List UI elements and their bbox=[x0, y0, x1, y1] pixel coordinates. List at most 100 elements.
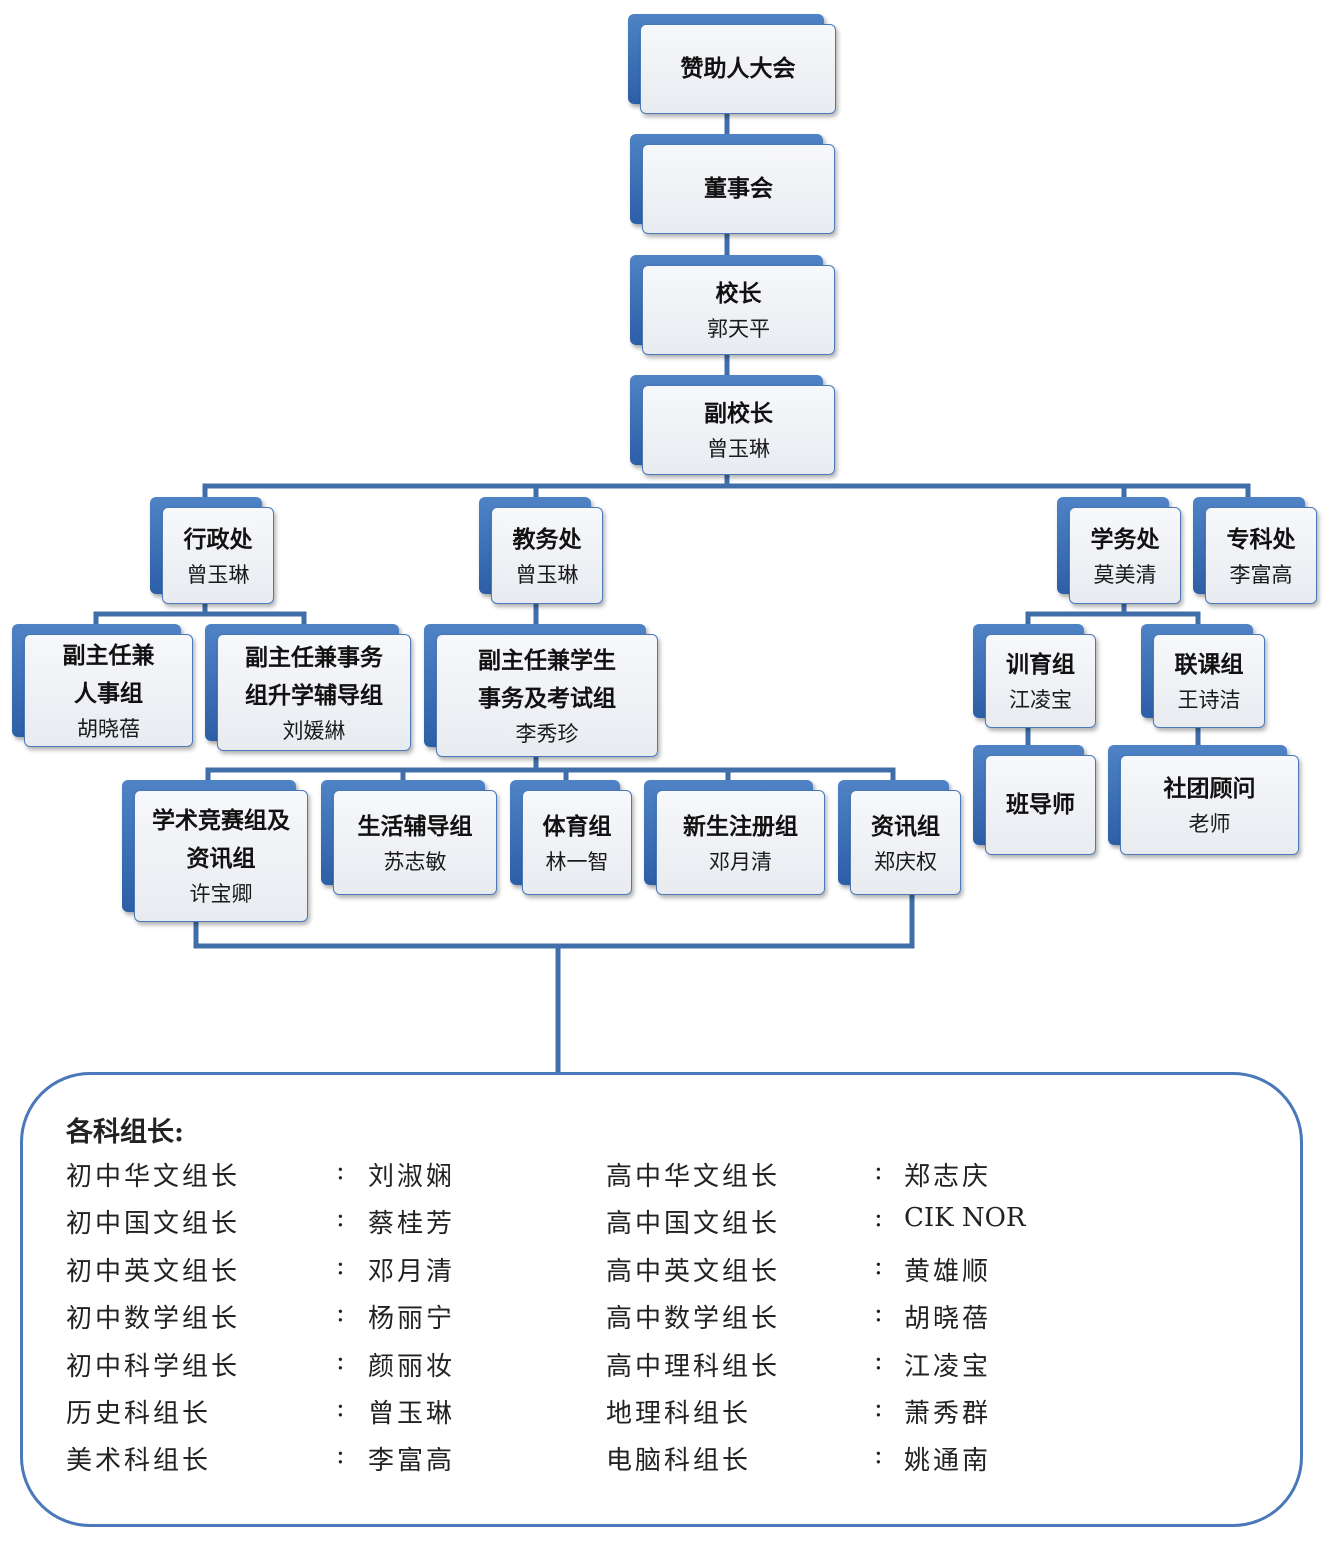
it-group-title: 资讯组 bbox=[871, 813, 940, 840]
separator: : bbox=[874, 1440, 886, 1471]
academic-office-box: 教务处 曾玉琳 bbox=[479, 497, 603, 604]
separator: : bbox=[336, 1392, 348, 1423]
separator: : bbox=[336, 1440, 348, 1471]
left-role: 初中英文组长 bbox=[66, 1256, 241, 1287]
left-role: 初中科学组长 bbox=[66, 1351, 241, 1382]
subject-head-row: 初中英文组长 : 邓月清 高中英文组长 : 黄雄顺 bbox=[66, 1251, 1286, 1298]
admin-office-box: 行政处 曾玉琳 bbox=[150, 497, 274, 604]
admin-office-name: 曾玉琳 bbox=[186, 562, 250, 587]
left-name: 杨丽宁 bbox=[368, 1304, 456, 1335]
affairs-group-title-line2: 组升学辅导组 bbox=[245, 682, 383, 709]
right-role: 电脑科组长 bbox=[606, 1446, 752, 1477]
counseling-group-name: 苏志敏 bbox=[383, 849, 447, 874]
subject-head-row: 历史科组长 : 曾玉琳 地理科组长 : 萧秀群 bbox=[66, 1393, 1286, 1440]
vice-principal-box: 副校长 曾玉琳 bbox=[630, 375, 835, 475]
class-teacher-title: 班导师 bbox=[1006, 792, 1075, 818]
sports-group-title: 体育组 bbox=[542, 813, 612, 840]
vice-principal-title: 副校长 bbox=[704, 401, 773, 427]
right-role: 地理科组长 bbox=[606, 1398, 752, 1429]
right-name: 郑志庆 bbox=[904, 1162, 992, 1192]
separator: : bbox=[874, 1156, 886, 1186]
subject-head-row: 初中华文组长 : 刘淑娴 高中华文组长 : 郑志庆 bbox=[66, 1156, 1286, 1203]
right-role: 高中华文组长 bbox=[606, 1162, 781, 1192]
subject-heads-list: 初中华文组长 : 刘淑娴 高中华文组长 : 郑志庆 初中国文组长 : 蔡桂芳 高… bbox=[66, 1156, 1286, 1498]
cocurricular-group-name: 王诗洁 bbox=[1177, 688, 1241, 712]
affairs-group-title-line1: 副主任兼事务 bbox=[245, 644, 383, 671]
left-role: 初中国文组长 bbox=[66, 1209, 241, 1240]
competition-group-title-line1: 学术竞赛组及 bbox=[152, 808, 290, 834]
discipline-group-name: 江凌宝 bbox=[1009, 688, 1072, 712]
club-advisor-name: 老师 bbox=[1188, 812, 1231, 836]
registration-group-box: 新生注册组 邓月清 bbox=[644, 780, 825, 895]
right-role: 高中理科组长 bbox=[606, 1351, 781, 1382]
separator: : bbox=[874, 1203, 886, 1234]
affairs-group-name: 刘媛綝 bbox=[282, 718, 346, 743]
academic-office-name: 曾玉琳 bbox=[515, 562, 579, 587]
board-title: 董事会 bbox=[704, 176, 773, 202]
principal-box: 校长 郭天平 bbox=[630, 255, 835, 355]
left-name: 刘淑娴 bbox=[368, 1162, 456, 1192]
sports-group-name: 林一智 bbox=[545, 849, 609, 874]
principal-name: 郭天平 bbox=[707, 317, 770, 341]
exam-group-title-line1: 副主任兼学生 bbox=[478, 647, 616, 674]
student-affairs-name: 莫美清 bbox=[1093, 562, 1157, 587]
left-role: 初中数学组长 bbox=[66, 1304, 241, 1335]
exam-group-box: 副主任兼学生 事务及考试组 李秀珍 bbox=[424, 624, 658, 757]
class-teacher-box: 班导师 bbox=[973, 745, 1096, 855]
counseling-group-box: 生活辅导组 苏志敏 bbox=[321, 780, 497, 895]
exam-group-title-line2: 事务及考试组 bbox=[478, 685, 616, 712]
sponsors-assembly-box: 赞助人大会 bbox=[628, 14, 836, 114]
left-name: 李富高 bbox=[368, 1446, 456, 1477]
subject-head-row: 初中科学组长 : 颜丽妆 高中理科组长 : 江凌宝 bbox=[66, 1346, 1286, 1393]
right-name: 黄雄顺 bbox=[904, 1256, 992, 1287]
separator: : bbox=[336, 1156, 348, 1186]
right-name: 江凌宝 bbox=[904, 1351, 992, 1382]
hr-group-title-line1: 副主任兼 bbox=[62, 642, 155, 669]
academic-office-title: 教务处 bbox=[512, 526, 582, 553]
separator: : bbox=[336, 1203, 348, 1234]
right-name: CIK NOR bbox=[904, 1203, 1026, 1234]
sponsors-title: 赞助人大会 bbox=[680, 56, 796, 82]
affairs-group-box: 副主任兼事务 组升学辅导组 刘媛綝 bbox=[205, 624, 411, 751]
club-advisor-title: 社团顾问 bbox=[1163, 776, 1256, 802]
principal-title: 校长 bbox=[715, 281, 762, 307]
separator: : bbox=[874, 1250, 886, 1281]
vocational-office-title: 专科处 bbox=[1226, 526, 1296, 553]
board-box: 董事会 bbox=[630, 134, 835, 234]
subject-head-row: 美术科组长 : 李富高 电脑科组长 : 姚通南 bbox=[66, 1440, 1286, 1487]
right-role: 高中国文组长 bbox=[606, 1209, 781, 1240]
left-name: 邓月清 bbox=[368, 1256, 456, 1287]
right-role: 高中数学组长 bbox=[606, 1304, 781, 1335]
discipline-group-title: 训育组 bbox=[1006, 652, 1075, 678]
cocurricular-group-box: 联课组 王诗洁 bbox=[1141, 624, 1265, 728]
separator: : bbox=[336, 1250, 348, 1281]
vocational-office-box: 专科处 李富高 bbox=[1193, 497, 1317, 604]
sports-group-box: 体育组 林一智 bbox=[510, 780, 632, 895]
subject-head-row: 初中国文组长 : 蔡桂芳 高中国文组长 : CIK NOR bbox=[66, 1203, 1286, 1250]
vocational-office-name: 李富高 bbox=[1229, 562, 1293, 587]
left-name: 蔡桂芳 bbox=[368, 1209, 456, 1240]
student-affairs-title: 学务处 bbox=[1090, 526, 1160, 553]
right-name: 萧秀群 bbox=[904, 1398, 992, 1429]
left-role: 美术科组长 bbox=[66, 1446, 212, 1477]
club-advisor-box: 社团顾问 老师 bbox=[1108, 745, 1299, 855]
right-name: 姚通南 bbox=[904, 1446, 992, 1477]
separator: : bbox=[874, 1392, 886, 1423]
subject-head-row: 初中数学组长 : 杨丽宁 高中数学组长 : 胡晓蓓 bbox=[66, 1298, 1286, 1345]
separator: : bbox=[336, 1345, 348, 1376]
right-name: 胡晓蓓 bbox=[904, 1304, 992, 1335]
competition-group-title-line2: 资讯组 bbox=[186, 846, 256, 872]
separator: : bbox=[874, 1298, 886, 1329]
separator: : bbox=[336, 1298, 348, 1329]
admin-office-title: 行政处 bbox=[183, 526, 253, 553]
subject-heads-title: 各科组长: bbox=[66, 1117, 184, 1148]
left-role: 历史科组长 bbox=[66, 1398, 212, 1429]
it-group-name: 郑庆权 bbox=[874, 849, 937, 874]
hr-group-box: 副主任兼 人事组 胡晓蓓 bbox=[12, 624, 193, 747]
hr-group-name: 胡晓蓓 bbox=[77, 716, 140, 741]
cocurricular-group-title: 联课组 bbox=[1174, 652, 1244, 678]
exam-group-name: 李秀珍 bbox=[515, 721, 579, 746]
registration-group-title: 新生注册组 bbox=[683, 813, 798, 840]
discipline-group-box: 训育组 江凌宝 bbox=[973, 624, 1096, 728]
competition-group-name: 许宝卿 bbox=[189, 882, 253, 906]
